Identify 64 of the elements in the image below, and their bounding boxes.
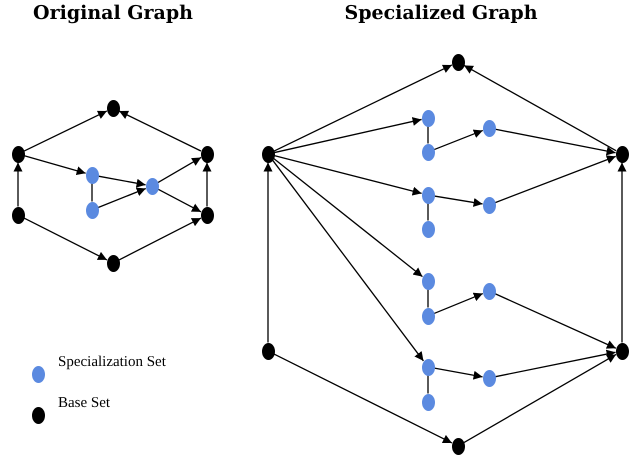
- specialization-node: [482, 282, 496, 300]
- connector-line: [427, 126, 429, 144]
- arrow: [98, 188, 146, 208]
- base-node: [12, 206, 24, 224]
- base-node: [262, 146, 274, 162]
- arrow: [274, 353, 452, 444]
- specialization-node: [422, 308, 434, 324]
- specialization-node: [482, 370, 496, 386]
- specialization-node: [482, 120, 496, 136]
- specialization-node: [422, 394, 434, 410]
- base-node: [262, 342, 274, 360]
- arrow: [158, 156, 202, 184]
- arrow: [464, 64, 616, 152]
- arrow: [495, 155, 616, 204]
- specialization-node: [146, 178, 158, 194]
- base-node: [106, 100, 120, 116]
- base-node: [452, 438, 464, 454]
- arrow: [495, 128, 616, 156]
- specialization-node: [422, 272, 434, 290]
- connector-line: [91, 184, 93, 202]
- arrow: [434, 292, 484, 314]
- arrow: [118, 218, 202, 260]
- base-node: [452, 54, 464, 70]
- specialization-node: [422, 144, 434, 160]
- arrow: [434, 195, 483, 207]
- arrow: [464, 354, 616, 444]
- specialization-node: [422, 186, 434, 204]
- base-node: [616, 342, 628, 360]
- legend-label: Specialization Set: [58, 354, 166, 371]
- connector-line: [427, 290, 429, 308]
- arrow: [273, 158, 423, 278]
- base-node: [106, 254, 120, 272]
- arrow: [14, 162, 22, 206]
- legend-label: Base Set: [58, 395, 110, 412]
- arrow: [264, 162, 272, 342]
- connector-line: [427, 204, 429, 220]
- arrow: [274, 117, 422, 154]
- arrow: [434, 130, 484, 150]
- arrow: [434, 368, 483, 380]
- arrow: [24, 217, 108, 261]
- base-node: [12, 146, 24, 162]
- arrow: [118, 110, 202, 152]
- arrow: [24, 155, 86, 176]
- arrow: [24, 110, 108, 152]
- arrow: [272, 160, 424, 362]
- base-node: [200, 206, 214, 224]
- base-node: [616, 146, 628, 162]
- arrow: [274, 155, 422, 196]
- specialization-node: [86, 166, 98, 184]
- arrow: [158, 188, 202, 212]
- arrow: [494, 293, 616, 349]
- arrow: [495, 350, 616, 378]
- arrow: [274, 64, 452, 152]
- specialization-node: [422, 358, 434, 376]
- arrow: [618, 162, 626, 342]
- specialization-node: [422, 110, 434, 126]
- specialization-node: [482, 196, 496, 214]
- arrow: [98, 176, 146, 188]
- specialization-node: [86, 202, 98, 218]
- specialization-node: [422, 220, 434, 238]
- graph-title: Original Graph: [33, 2, 193, 24]
- arrow: [202, 162, 212, 206]
- graph-title: Specialized Graph: [344, 2, 538, 24]
- base-node: [200, 146, 214, 162]
